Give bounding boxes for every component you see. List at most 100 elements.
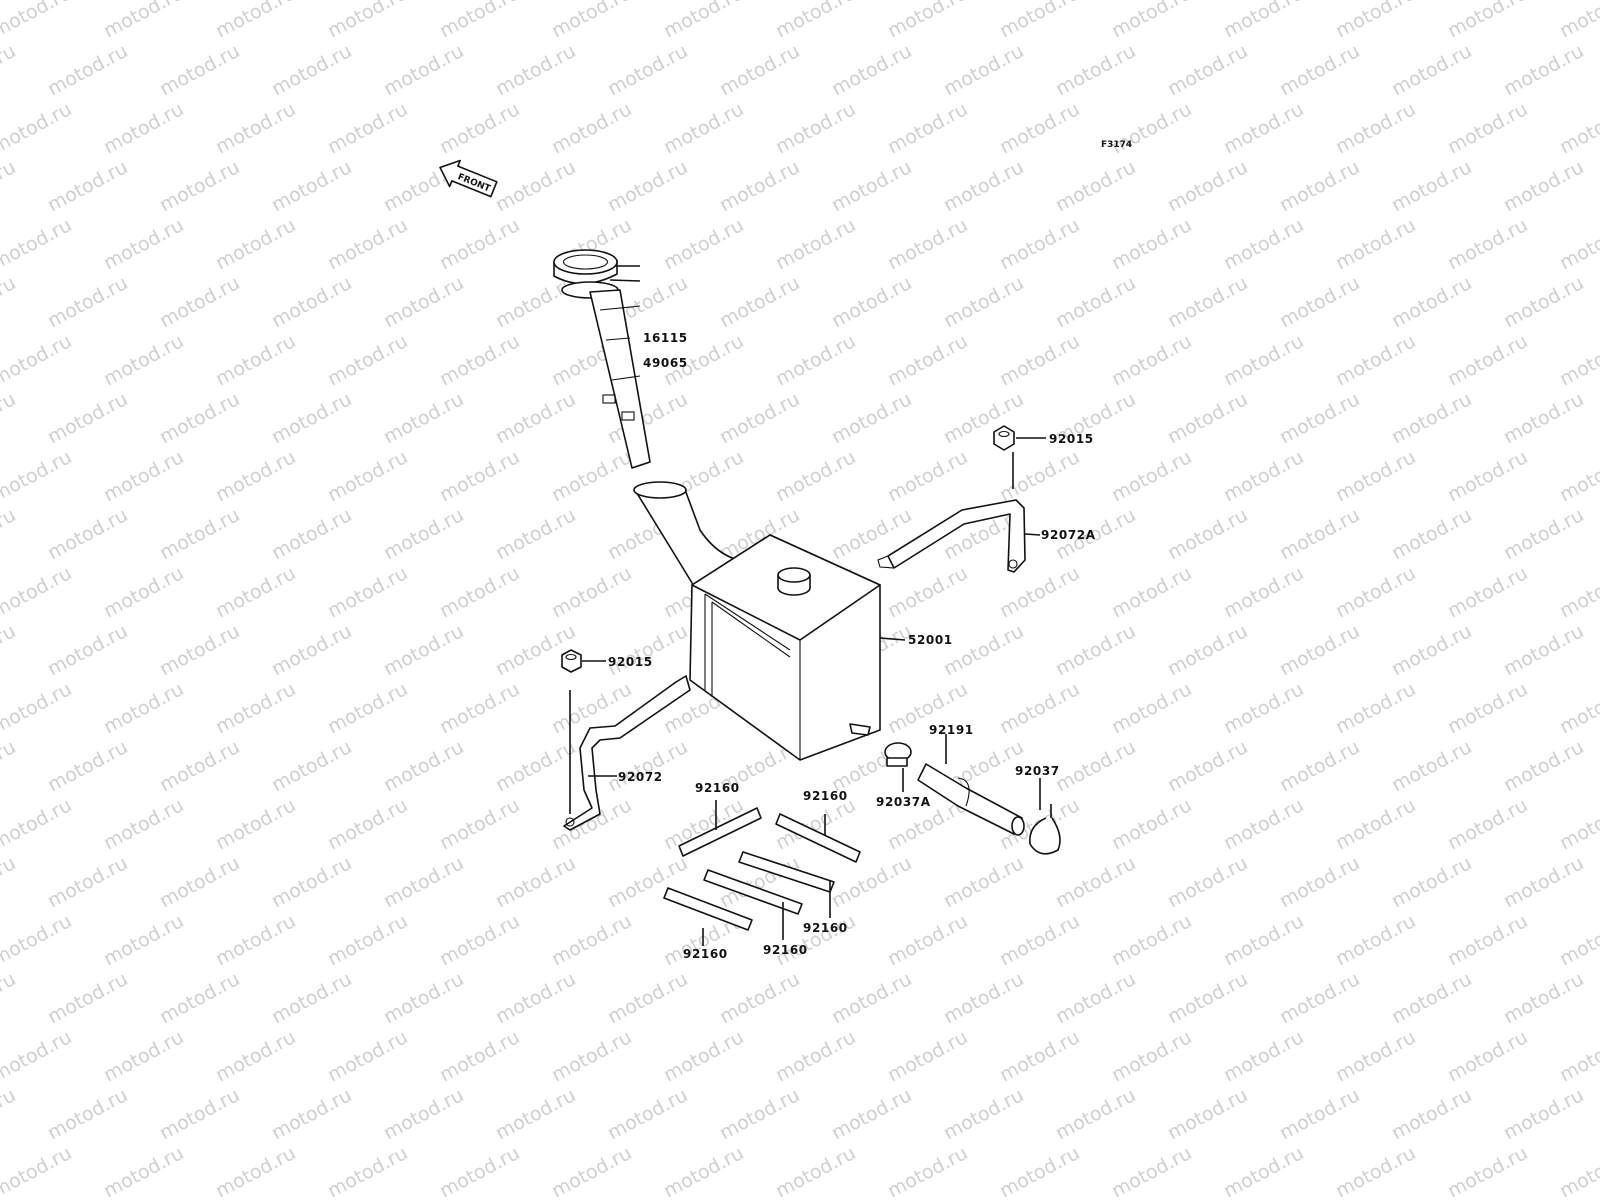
watermark-text: motod.ru xyxy=(1500,272,1587,332)
watermark-text: motod.ru xyxy=(660,1026,747,1086)
watermark-text: motod.ru xyxy=(996,0,1083,42)
watermark-text: motod.ru xyxy=(1388,736,1475,796)
label-92160-3: 92160 xyxy=(803,921,848,935)
watermark-text: motod.ru xyxy=(1220,1142,1307,1200)
watermark-text: motod.ru xyxy=(324,910,411,970)
watermark-text: motod.ru xyxy=(996,910,1083,970)
watermark-text: motod.ru xyxy=(1052,852,1139,912)
label-92072a: 92072A xyxy=(1041,528,1096,542)
watermark-text: motod.ru xyxy=(1108,214,1195,274)
watermark-text: motod.ru xyxy=(268,736,355,796)
watermark-text: motod.ru xyxy=(436,794,523,854)
watermark-text: motod.ru xyxy=(156,736,243,796)
watermark-text: motod.ru xyxy=(436,910,523,970)
watermark-text: motod.ru xyxy=(884,330,971,390)
watermark-text: motod.ru xyxy=(0,98,75,158)
watermark-text: motod.ru xyxy=(996,1026,1083,1086)
watermark-text: motod.ru xyxy=(324,446,411,506)
watermark-text: motod.ru xyxy=(1388,156,1475,216)
label-92160-5: 92160 xyxy=(683,947,728,961)
watermark-text: motod.ru xyxy=(44,620,131,680)
part-labels: 16115 49065 92015 92072A 52001 92015 920… xyxy=(608,331,1096,961)
watermark-text: motod.ru xyxy=(100,1142,187,1200)
watermark-text: motod.ru xyxy=(492,736,579,796)
watermark-text: motod.ru xyxy=(940,156,1027,216)
watermark-text: motod.ru xyxy=(268,620,355,680)
watermark-text: motod.ru xyxy=(268,504,355,564)
watermark-text: motod.ru xyxy=(1556,330,1600,390)
watermark-text: motod.ru xyxy=(0,1142,75,1200)
pad-5 xyxy=(663,887,753,931)
watermark-text: motod.ru xyxy=(0,1026,75,1086)
watermark-text: motod.ru xyxy=(1332,0,1419,42)
label-49065: 49065 xyxy=(643,356,688,370)
watermark-text: motod.ru xyxy=(940,1084,1027,1144)
watermark-text: motod.ru xyxy=(1332,214,1419,274)
watermark-text: motod.ru xyxy=(996,678,1083,738)
watermark-text: motod.ru xyxy=(436,98,523,158)
watermark-text: motod.ru xyxy=(100,446,187,506)
watermark-text: motod.ru xyxy=(1276,620,1363,680)
watermark-text: motod.ru xyxy=(380,620,467,680)
watermark-text: motod.ru xyxy=(1164,852,1251,912)
watermark-text: motod.ru xyxy=(1276,40,1363,100)
watermark-text: motod.ru xyxy=(212,0,299,42)
watermark-text: motod.ru xyxy=(1388,968,1475,1028)
watermark-text: motod.ru xyxy=(1276,736,1363,796)
watermark-text: motod.ru xyxy=(828,968,915,1028)
watermark-text: motod.ru xyxy=(884,446,971,506)
watermark-text: motod.ru xyxy=(44,968,131,1028)
watermark-text: motod.ru xyxy=(548,910,635,970)
watermark-text: motod.ru xyxy=(1444,562,1531,622)
watermark-text: motod.ru xyxy=(1164,736,1251,796)
label-92072: 92072 xyxy=(618,770,663,784)
watermark-text: motod.ru xyxy=(1164,388,1251,448)
watermark-text: motod.ru xyxy=(1332,678,1419,738)
watermark-text: motod.ru xyxy=(828,1084,915,1144)
watermark-text: motod.ru xyxy=(100,910,187,970)
watermark-text: motod.ru xyxy=(1388,620,1475,680)
watermark-text: motod.ru xyxy=(212,562,299,622)
watermark-text: motod.ru xyxy=(884,1142,971,1200)
watermark-text: motod.ru xyxy=(44,504,131,564)
watermark-text: motod.ru xyxy=(100,794,187,854)
watermark-text: motod.ru xyxy=(1500,736,1587,796)
watermark-text: motod.ru xyxy=(1332,98,1419,158)
watermark-text: motod.ru xyxy=(716,272,803,332)
watermark-text: motod.ru xyxy=(940,620,1027,680)
watermark-text: motod.ru xyxy=(1108,562,1195,622)
watermark-text: motod.ru xyxy=(0,504,19,564)
label-92160-1: 92160 xyxy=(695,781,740,795)
pad-1 xyxy=(678,807,762,857)
watermark-text: motod.ru xyxy=(212,446,299,506)
oil-tank xyxy=(689,534,881,761)
watermark-text: motod.ru xyxy=(0,214,75,274)
watermark-text: motod.ru xyxy=(324,1026,411,1086)
watermark-text: motod.ru xyxy=(1276,1084,1363,1144)
watermark-text: motod.ru xyxy=(828,156,915,216)
watermark-text: motod.ru xyxy=(604,156,691,216)
watermark-text: motod.ru xyxy=(156,272,243,332)
watermark-text: motod.ru xyxy=(0,620,19,680)
watermark-text: motod.ru xyxy=(492,620,579,680)
watermark-text: motod.ru xyxy=(1556,214,1600,274)
watermark-text: motod.ru xyxy=(156,388,243,448)
watermark-text: motod.ru xyxy=(1276,504,1363,564)
watermark-text: motod.ru xyxy=(1108,446,1195,506)
watermark-text: motod.ru xyxy=(1220,910,1307,970)
watermark-text: motod.ru xyxy=(492,852,579,912)
watermark-text: motod.ru xyxy=(492,388,579,448)
watermark-text: motod.ru xyxy=(268,852,355,912)
watermark-text: motod.ru xyxy=(0,968,19,1028)
label-92160-2: 92160 xyxy=(803,789,848,803)
watermark-text: motod.ru xyxy=(0,678,75,738)
watermark-text: motod.ru xyxy=(828,852,915,912)
watermark-text: motod.ru xyxy=(492,156,579,216)
watermark-text: motod.ru xyxy=(772,1142,859,1200)
watermark-text: motod.ru xyxy=(1052,620,1139,680)
watermark-text: motod.ru xyxy=(1500,40,1587,100)
gasket-strainer xyxy=(561,281,651,469)
filler-cap xyxy=(553,249,618,285)
clamp-right xyxy=(1029,804,1061,855)
watermark-text: motod.ru xyxy=(436,330,523,390)
